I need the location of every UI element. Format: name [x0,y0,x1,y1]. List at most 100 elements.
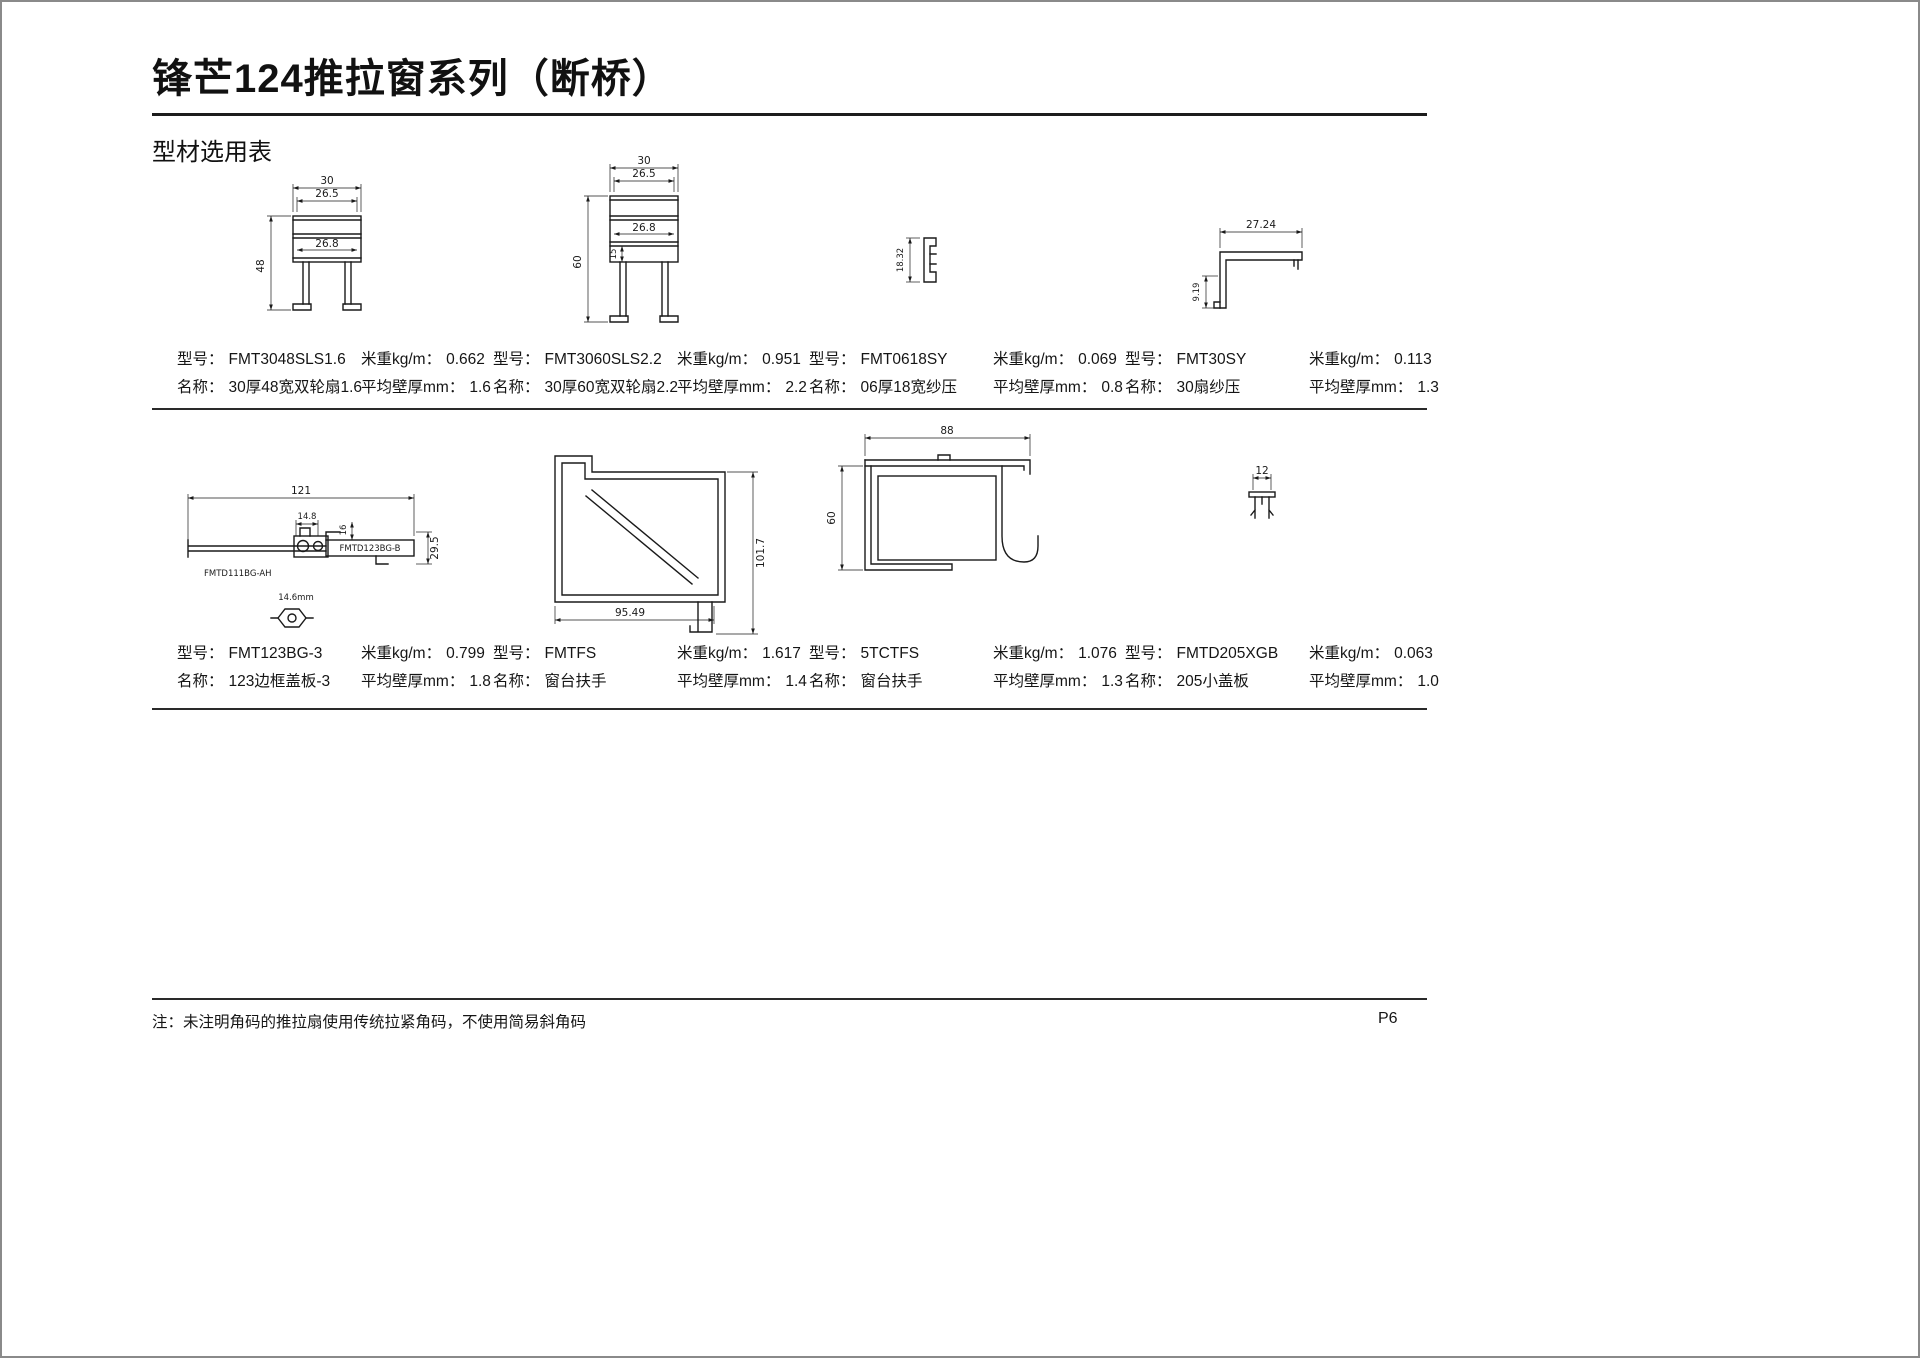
profile-outline [187,527,415,628]
spec-name-label: 名称： [809,379,856,396]
spec-row-2: 型号：FMT123BG-3 米重kg/m：0.799 名称：123边框盖板-3 … [177,644,1447,692]
dim-label: 12 [1255,465,1268,477]
spec-name-value: 窗台扶手 [544,673,607,690]
footer-note: 注：未注明角码的推拉扇使用传统拉紧角码，不使用简易斜角码 [152,1014,587,1031]
spec-model-value: FMTFS [544,645,597,662]
spec-group-fmt3060sls: 型号：FMT3060SLS2.2 米重kg/m：0.951 名称：30厚60宽双… [493,350,809,398]
spec-weight-label: 米重kg/m： [361,351,442,368]
spec-name-label: 名称： [493,379,540,396]
profile-outline [1248,491,1276,519]
spec-model-label: 型号： [809,645,856,662]
spec-thickness-label: 平均壁厚mm： [993,379,1097,396]
spec-model-label: 型号： [809,351,856,368]
dim-label: 101.7 [755,538,767,568]
spec-thickness: 平均壁厚mm：1.8 [361,672,493,692]
dim-label: 27.24 [1246,219,1276,231]
spec-thickness-value: 1.6 [469,379,491,396]
spec-name: 名称：窗台扶手 [493,672,677,692]
spec-model-value: 5TCTFS [860,645,920,662]
spec-model-label: 型号： [177,351,224,368]
spec-name-value: 窗台扶手 [860,673,923,690]
row-divider-1 [152,408,1427,410]
spec-thickness-value: 1.8 [469,673,491,690]
profile-outline [292,215,362,311]
spec-name-label: 名称： [177,379,224,396]
spec-weight-value: 0.069 [1078,351,1117,368]
dim-label: 95.49 [615,607,645,619]
spec-model: 型号：FMTFS [493,644,677,664]
profile-outline [609,195,679,323]
dimension-lines [838,434,1031,571]
profile-outline [864,454,1039,571]
spec-weight: 米重kg/m：0.799 [361,644,493,664]
footer-divider [152,998,1427,1000]
spec-weight: 米重kg/m：0.069 [993,350,1125,370]
spec-thickness-value: 0.8 [1101,379,1123,396]
spec-group-5tctfs: 型号：5TCTFS 米重kg/m：1.076 名称：窗台扶手 平均壁厚mm：1.… [809,644,1125,692]
dimension-lines [1252,474,1272,490]
spec-thickness: 平均壁厚mm：1.3 [993,672,1125,692]
profile-drawing-fmt0618sy: 18.32 [896,237,937,283]
page-number: P6 [1378,1010,1398,1027]
profile-drawing-fmt30sy: 27.24 9.19 [1192,219,1303,309]
profile-outline [554,455,726,633]
spec-name: 名称：30扇纱压 [1125,378,1309,398]
spec-name-value: 205小盖板 [1176,673,1249,690]
dim-label: 30 [320,175,333,187]
spec-model: 型号：FMTD205XGB [1125,644,1309,664]
spec-model-value: FMT123BG-3 [228,645,323,662]
spec-group-fmt123bg: 型号：FMT123BG-3 米重kg/m：0.799 名称：123边框盖板-3 … [177,644,493,692]
spec-weight: 米重kg/m：1.076 [993,644,1125,664]
spec-thickness-label: 平均壁厚mm： [677,379,781,396]
spec-weight: 米重kg/m：0.113 [1309,350,1441,370]
dim-label: 29.5 [429,536,441,559]
dim-label: 15 [609,249,619,260]
spec-weight: 米重kg/m：0.063 [1309,644,1441,664]
profile-drawing-5tctfs: 88 60 [826,425,1039,571]
spec-row-1: 型号：FMT3048SLS1.6 米重kg/m：0.662 名称：30厚48宽双… [177,350,1447,398]
dimension-lines [554,471,758,635]
spec-weight-label: 米重kg/m： [677,351,758,368]
dim-label: 14.8 [298,512,317,522]
spec-weight-value: 0.063 [1394,645,1433,662]
spec-name: 名称：06厚18宽纱压 [809,378,993,398]
spec-name: 名称：窗台扶手 [809,672,993,692]
spec-model: 型号：FMT123BG-3 [177,644,361,664]
dim-label: 26.8 [632,222,655,234]
spec-model-value: FMT30SY [1176,351,1247,368]
spec-thickness-value: 1.3 [1417,379,1439,396]
dimension-lines [187,494,432,565]
spec-weight-value: 0.799 [446,645,485,662]
title-divider [152,113,1427,116]
spec-weight-value: 1.617 [762,645,801,662]
profile-outline [1213,251,1303,309]
spec-group-fmtfs: 型号：FMTFS 米重kg/m：1.617 名称：窗台扶手 平均壁厚mm：1.4 [493,644,809,692]
spec-model: 型号：FMT0618SY [809,350,993,370]
spec-weight-label: 米重kg/m： [1309,351,1390,368]
spec-thickness-value: 2.2 [785,379,807,396]
spec-thickness-value: 1.4 [785,673,807,690]
spec-group-fmt0618sy: 型号：FMT0618SY 米重kg/m：0.069 名称：06厚18宽纱压 平均… [809,350,1125,398]
profile-outline [923,237,937,283]
dim-label: 88 [940,425,953,437]
spec-thickness-label: 平均壁厚mm： [361,379,465,396]
dimension-lines [267,184,362,311]
part-label: FMTD111BG-AH [204,569,272,579]
spec-model-label: 型号： [1125,351,1172,368]
spec-thickness-value: 1.3 [1101,673,1123,690]
spec-name-value: 30厚48宽双轮扇1.6 [228,379,363,396]
profile-drawing-fmt3060sls: 30 26.5 60 26.8 15 [572,155,679,323]
spec-thickness: 平均壁厚mm：1.3 [1309,378,1441,398]
spec-name-label: 名称： [493,673,540,690]
spec-name: 名称：30厚60宽双轮扇2.2 [493,378,678,398]
part-label: FMTD123BG-B [339,544,400,554]
dim-label: 26.5 [315,188,338,200]
spec-weight-value: 0.662 [446,351,485,368]
spec-weight: 米重kg/m：0.951 [677,350,809,370]
dim-label: 26.8 [315,238,338,250]
spec-name-label: 名称： [177,673,224,690]
row-divider-2 [152,708,1427,710]
profile-drawing-fmtd205xgb: 12 [1248,465,1276,519]
spec-model: 型号：FMT3048SLS1.6 [177,350,361,370]
spec-weight: 米重kg/m：0.662 [361,350,493,370]
